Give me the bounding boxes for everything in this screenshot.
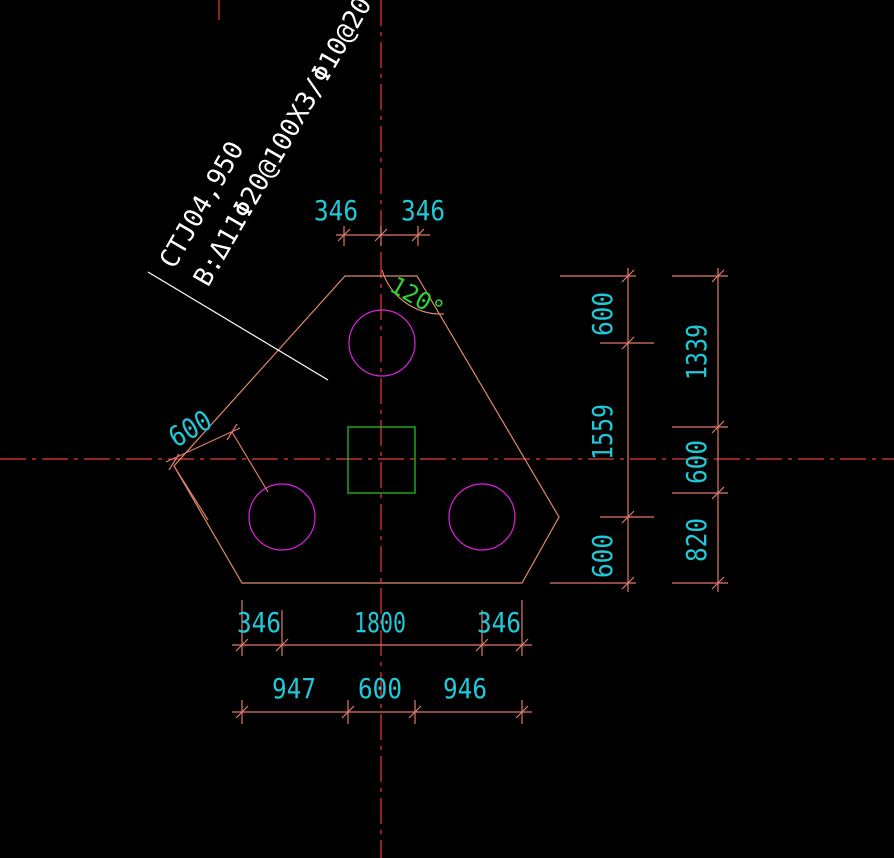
dim-top-tick-mid bbox=[374, 228, 388, 242]
dim-side-tick-1 bbox=[168, 453, 180, 471]
dim-text-far-right-bottom: 820 bbox=[680, 518, 713, 562]
label-line2: B:Δ11Φ20@100X3/Φ10@200 bbox=[188, 0, 386, 291]
dim-top-tick-left bbox=[337, 228, 351, 242]
dim-bottom2-tick-1 bbox=[235, 705, 249, 719]
pile-top bbox=[348, 309, 416, 377]
dim-right-tick-a bbox=[621, 336, 635, 350]
pile-bottom-right bbox=[448, 483, 516, 551]
dim-bottom2-tick-4 bbox=[515, 705, 529, 719]
dim-text-far-right-middle: 600 bbox=[680, 440, 713, 484]
dim-right-tick-top bbox=[621, 269, 635, 283]
dim-far-right-tick-top bbox=[711, 269, 725, 283]
dim-bottom1-tick-4 bbox=[515, 638, 529, 652]
dim-bottom1-tick-3 bbox=[475, 638, 489, 652]
dim-text-top-right: 346 bbox=[401, 194, 445, 227]
dim-text-bottom2-left: 947 bbox=[272, 672, 316, 705]
dim-right-tick-bottom bbox=[621, 576, 635, 590]
dim-text-right-top: 600 bbox=[586, 292, 619, 336]
label-leader bbox=[147, 271, 329, 381]
dim-text-bottom1-middle: 1800 bbox=[354, 606, 406, 639]
dim-right-tick-b bbox=[621, 510, 635, 524]
angle-label: 120° bbox=[385, 271, 449, 324]
dim-bottom1-tick-2 bbox=[275, 638, 289, 652]
dim-top-tick-right bbox=[411, 228, 425, 242]
dim-text-right-middle: 1559 bbox=[586, 404, 619, 460]
dim-text-bottom1-left: 346 bbox=[237, 606, 281, 639]
dim-text-bottom2-right: 946 bbox=[443, 672, 487, 705]
pile-bottom-left bbox=[248, 483, 316, 551]
dim-far-right-tick-a bbox=[711, 420, 725, 434]
dimension-texts: 346 346 600 600 1559 600 1339 600 820 34… bbox=[163, 194, 713, 705]
dim-bottom2-tick-2 bbox=[341, 705, 355, 719]
dim-text-far-right-top: 1339 bbox=[680, 324, 713, 380]
angle-arc bbox=[381, 269, 445, 315]
dim-far-right-tick-b bbox=[711, 486, 725, 500]
dim-text-bottom2-middle: 600 bbox=[358, 672, 402, 705]
pile-cap-label: CTJ04,950 B:Δ11Φ20@100X3/Φ10@200 bbox=[154, 0, 386, 291]
dim-side-line bbox=[165, 427, 241, 463]
dim-far-right-tick-bottom bbox=[711, 576, 725, 590]
dim-side-ext-2 bbox=[231, 431, 269, 493]
dim-text-side: 600 bbox=[163, 403, 218, 454]
dim-bottom1-tick-1 bbox=[235, 638, 249, 652]
dim-text-right-bottom: 600 bbox=[586, 534, 619, 578]
dim-text-bottom1-right: 346 bbox=[477, 606, 521, 639]
dimension-lines bbox=[165, 226, 728, 724]
dim-text-top-left: 346 bbox=[314, 194, 358, 227]
dim-bottom2-tick-3 bbox=[408, 705, 422, 719]
piles bbox=[248, 309, 516, 551]
dim-side-tick-2 bbox=[226, 423, 238, 441]
leader-line bbox=[147, 271, 329, 381]
column-square bbox=[347, 426, 416, 494]
dim-side-ext-1 bbox=[173, 465, 209, 521]
